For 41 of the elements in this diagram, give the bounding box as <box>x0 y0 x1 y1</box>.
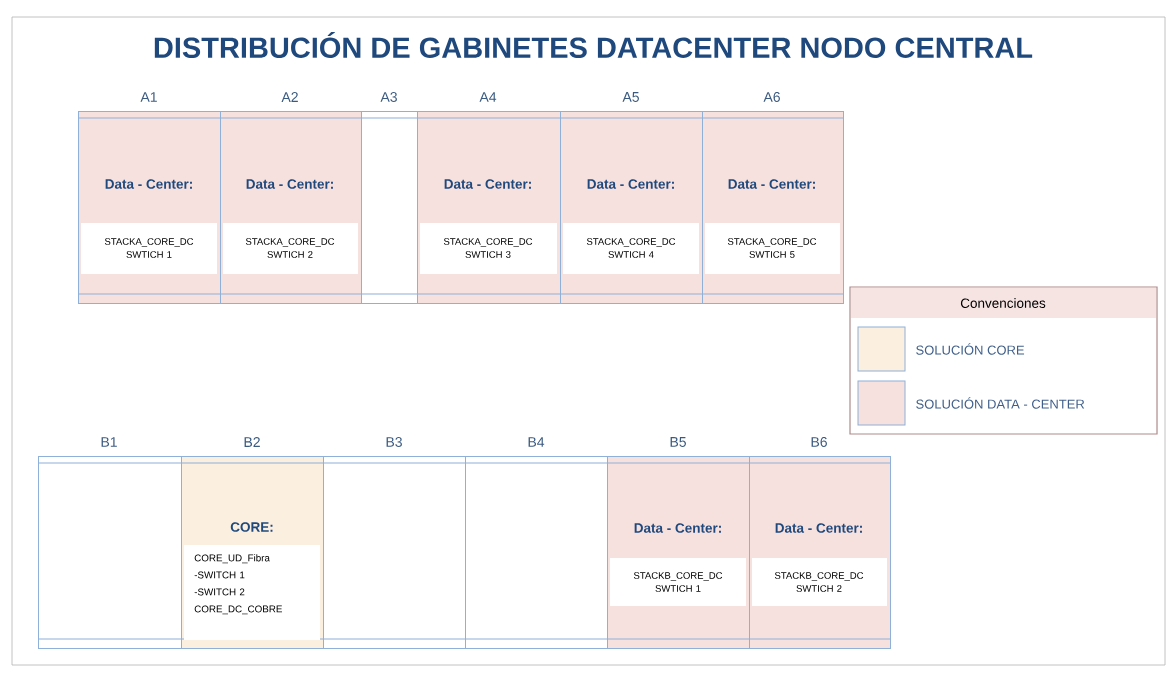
device-label: STACKA_CORE_DC SWTICH 5 <box>727 238 817 258</box>
cabinet-heading: Data - Center: <box>634 523 721 533</box>
legend-title: Convenciones <box>960 298 1046 308</box>
cabinet-heading: Data - Center: <box>246 179 333 189</box>
device-label: STACKA_CORE_DC SWTICH 3 <box>443 238 533 258</box>
cabinet-label: A1 <box>140 92 157 102</box>
cabinet-label: B5 <box>670 437 686 447</box>
cabinet <box>606 456 750 649</box>
device-list: CORE_UD_Fibra -SWITCH 1 -SWITCH 2 CORE_DC_COBRE <box>194 554 282 615</box>
cabinet <box>322 456 466 649</box>
cabinet <box>748 456 891 649</box>
legend-text: SOLUCIÓN DATA - CENTER <box>916 397 1085 409</box>
cabinet-label: A3 <box>380 92 397 102</box>
title: DISTRIBUCIÓN DE GABINETES DATACENTER NODO CENTRAL <box>154 32 1033 58</box>
cabinet <box>180 456 324 649</box>
cabinet <box>219 111 362 304</box>
device-label: STACKB_CORE_DC SWTICH 2 <box>774 572 864 592</box>
device-label: STACKA_CORE_DC SWTICH 4 <box>586 238 676 258</box>
cabinet <box>416 111 561 304</box>
cabinet-label: A2 <box>281 92 298 102</box>
cabinet-label: A6 <box>763 92 780 102</box>
device-label: STACKA_CORE_DC SWTICH 2 <box>245 238 335 258</box>
cabinet-label: B4 <box>528 437 545 447</box>
cabinet-label: A4 <box>479 92 497 102</box>
cabinet-heading: Data - Center: <box>105 179 192 189</box>
cabinet-label: B1 <box>101 437 117 447</box>
cabinet-label: A5 <box>622 92 639 102</box>
cabinet <box>559 111 703 304</box>
device-label: STACKA_CORE_DC SWTICH 1 <box>104 238 194 258</box>
cabinet-label: B6 <box>811 437 827 447</box>
cabinet <box>77 111 221 304</box>
cabinet-label: B3 <box>386 437 402 447</box>
cabinet-heading: Data - Center: <box>444 179 531 189</box>
cabinet-heading: Data - Center: <box>728 179 815 189</box>
cabinet-heading: Data - Center: <box>587 179 674 189</box>
cabinet-heading: CORE: <box>230 522 273 532</box>
cabinet-label: B2 <box>244 437 260 447</box>
device-label: STACKB_CORE_DC SWTICH 1 <box>633 572 723 592</box>
cabinet-heading: Data - Center: <box>775 523 862 533</box>
legend-text: SOLUCIÓN CORE <box>916 343 1025 355</box>
cabinet <box>701 111 844 304</box>
